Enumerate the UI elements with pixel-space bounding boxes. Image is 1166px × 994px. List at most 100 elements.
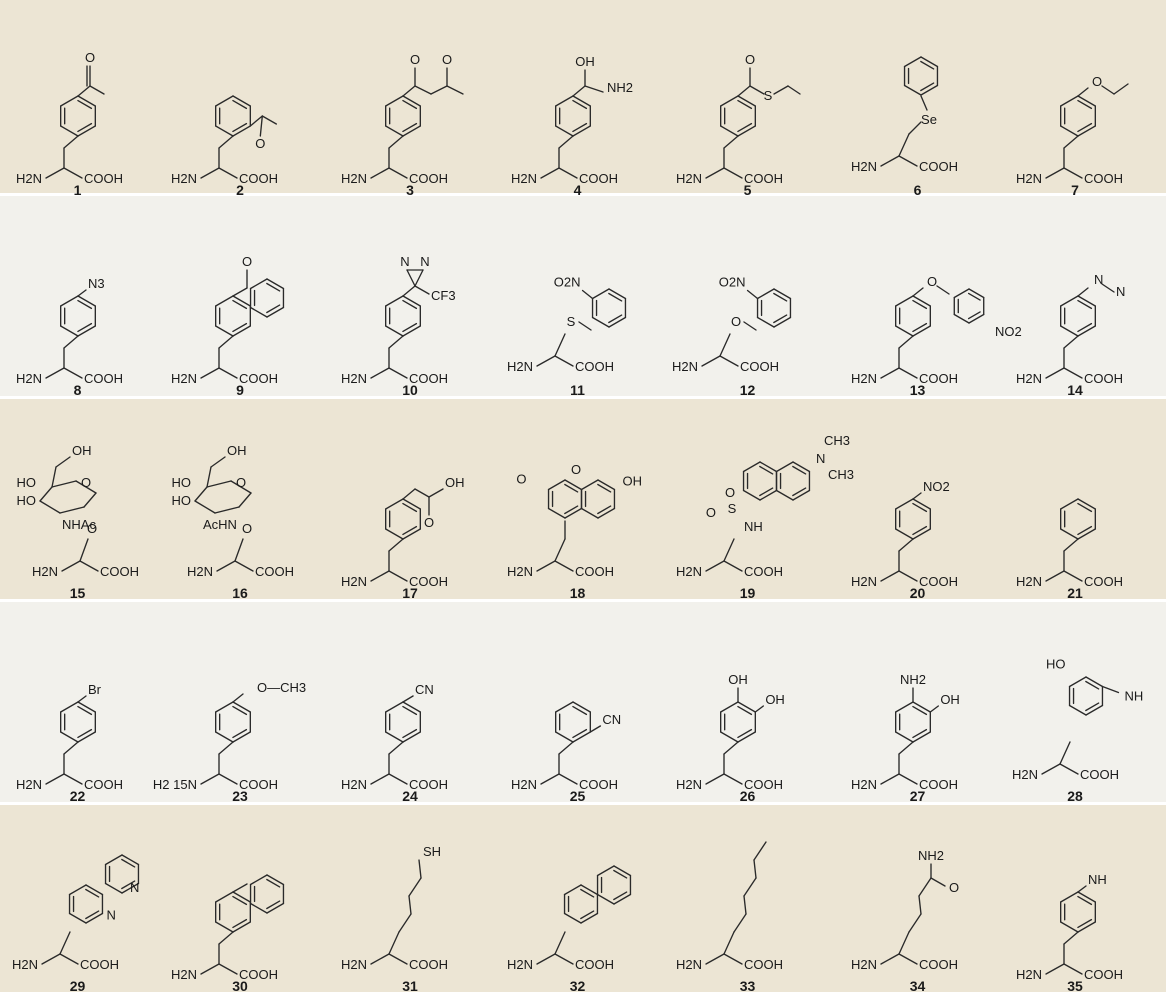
bond-line xyxy=(555,731,574,743)
carboxyl-label: COOH xyxy=(575,359,614,374)
atom-label: NO2 xyxy=(923,479,950,494)
bond-line xyxy=(194,486,208,502)
amine-label: H2N xyxy=(171,171,197,186)
compound-number: 10 xyxy=(402,382,418,398)
amine-label: H2N xyxy=(676,171,702,186)
carboxyl-label: COOH xyxy=(255,564,294,579)
bond-line xyxy=(581,289,594,300)
bond-line xyxy=(230,480,252,494)
bond-line xyxy=(1063,335,1079,349)
bond-line xyxy=(402,728,418,739)
bond-line xyxy=(756,288,775,300)
bond-line xyxy=(51,466,57,488)
atom-label: CH3 xyxy=(828,467,854,482)
bond-line xyxy=(55,456,71,468)
bond-line xyxy=(218,741,234,755)
atom-label: O xyxy=(81,475,91,490)
bond-line xyxy=(723,560,743,572)
bond-line xyxy=(68,912,87,924)
bond-line xyxy=(880,155,900,167)
bond-line xyxy=(759,487,774,497)
bond-line xyxy=(720,95,739,107)
amine-label: H2N xyxy=(1016,171,1042,186)
carboxyl-label: COOH xyxy=(744,777,783,792)
compound-number: 22 xyxy=(69,788,86,804)
bond-line xyxy=(402,325,421,337)
bond-line xyxy=(45,367,65,379)
bond-line xyxy=(234,538,244,562)
band-divider xyxy=(0,193,1166,196)
atom-label: NH2 xyxy=(918,848,944,863)
carboxyl-label: COOH xyxy=(744,957,783,972)
amine-label: H2N xyxy=(676,957,702,972)
bond-line xyxy=(232,295,251,307)
bond-line xyxy=(898,741,914,755)
bond-line xyxy=(792,465,807,475)
bond-line xyxy=(402,731,421,743)
bond-line xyxy=(1045,367,1065,379)
bond-line xyxy=(430,85,448,95)
bond-line xyxy=(564,483,579,493)
bond-line xyxy=(555,95,574,107)
amine-label: H2N xyxy=(16,171,42,186)
bond-line xyxy=(536,560,556,572)
bond-line xyxy=(580,479,599,491)
bond-line xyxy=(705,953,725,965)
bond-line xyxy=(232,95,251,107)
bond-line xyxy=(880,773,900,785)
carboxyl-label: COOH xyxy=(579,171,618,186)
bond-line xyxy=(558,773,578,785)
bond-line xyxy=(77,99,93,110)
bond-line xyxy=(753,859,757,879)
compound-number: 28 xyxy=(1067,788,1083,804)
bond-line xyxy=(232,99,248,110)
bond-line xyxy=(232,728,248,739)
bond-line xyxy=(1077,122,1093,133)
bond-line xyxy=(589,725,601,733)
bond-line xyxy=(759,465,774,475)
band-divider xyxy=(0,599,1166,602)
amine-label: H2N xyxy=(341,957,367,972)
carboxyl-label: COOH xyxy=(239,967,278,982)
bond-line xyxy=(388,167,408,179)
bond-line xyxy=(121,882,140,894)
bond-line xyxy=(1077,895,1093,906)
compound-number: 21 xyxy=(1067,585,1083,601)
bond-line xyxy=(608,316,627,328)
carboxyl-label: COOH xyxy=(744,171,783,186)
bond-line xyxy=(720,731,739,743)
amine-label: H2N xyxy=(12,957,38,972)
carboxyl-label: COOH xyxy=(1084,171,1123,186)
compound-number: 20 xyxy=(909,585,926,601)
bond-line xyxy=(895,295,914,307)
bond-line xyxy=(536,355,556,367)
atom-label: CN xyxy=(602,712,621,727)
bond-line xyxy=(266,282,281,292)
atom-label: OH xyxy=(765,692,785,707)
bond-line xyxy=(414,269,424,287)
bond-line xyxy=(742,461,761,473)
bond-line xyxy=(77,95,96,107)
amine-label: H2N xyxy=(1012,767,1038,782)
amine-label: H2N xyxy=(851,574,877,589)
amine-label: H2N xyxy=(851,777,877,792)
bond-line xyxy=(218,367,238,379)
bond-line xyxy=(737,731,756,743)
atom-label: S xyxy=(567,314,576,329)
bond-line xyxy=(737,705,753,716)
bond-line xyxy=(238,492,252,508)
bond-line xyxy=(402,322,418,333)
bond-line xyxy=(723,135,739,149)
bond-line xyxy=(596,865,615,877)
bond-line xyxy=(249,115,263,127)
bond-line xyxy=(232,287,248,297)
